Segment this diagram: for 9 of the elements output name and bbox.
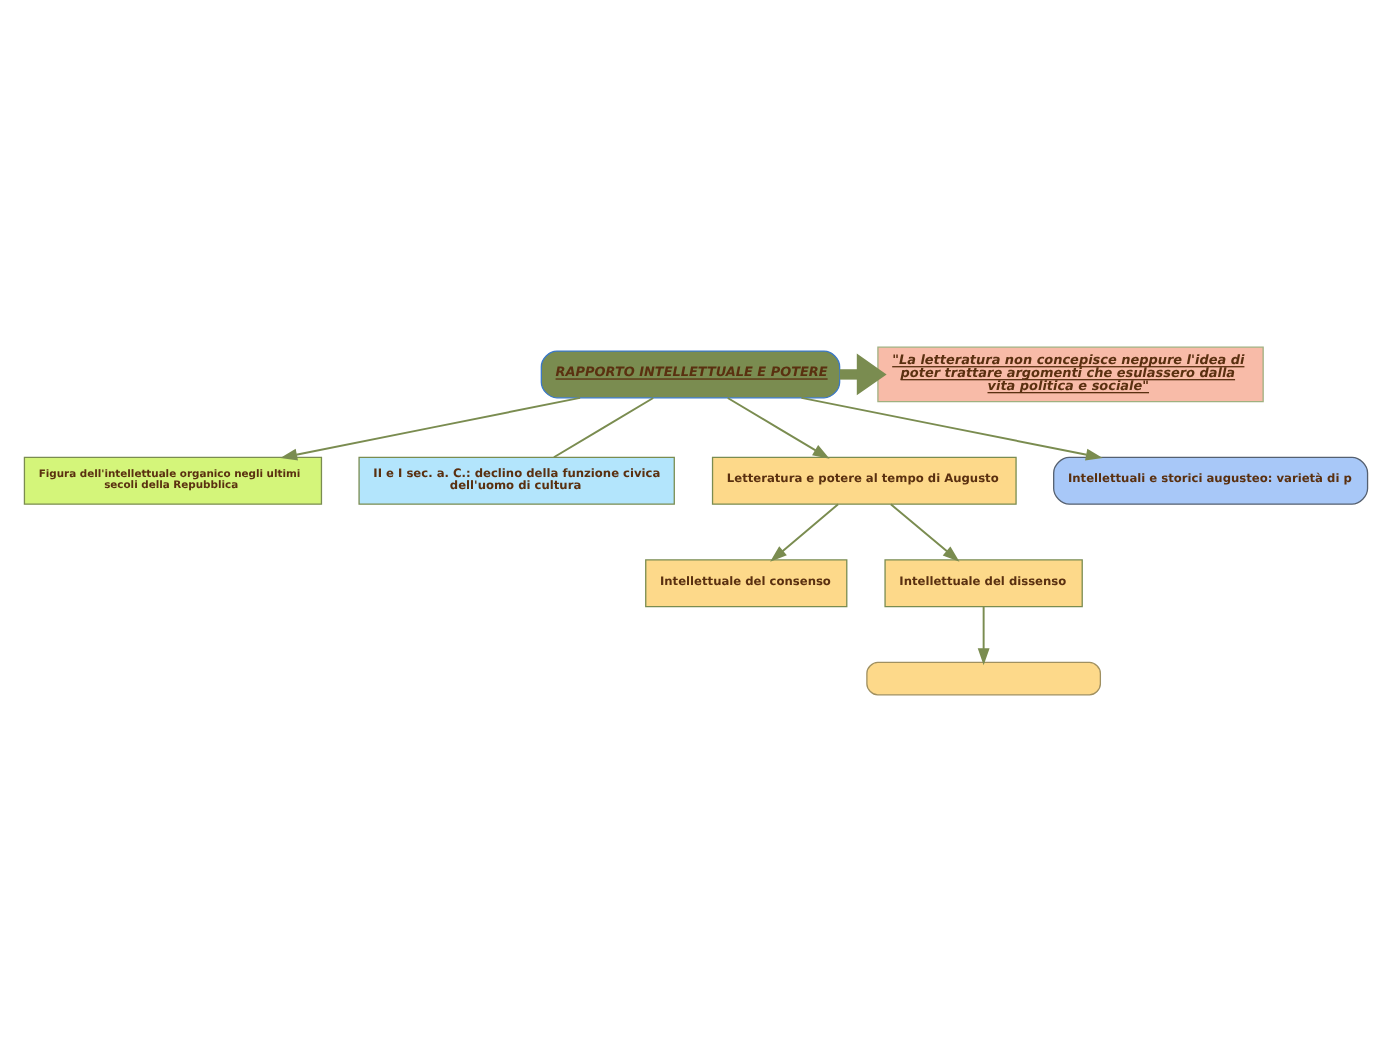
arrow [280, 395, 582, 460]
arrow [770, 502, 840, 561]
arrow [889, 502, 960, 561]
connector [552, 396, 655, 458]
arrow [726, 396, 830, 458]
arrow [800, 395, 1103, 460]
arrow [977, 605, 990, 665]
arrow [839, 352, 887, 395]
node-box [866, 660, 1101, 695]
